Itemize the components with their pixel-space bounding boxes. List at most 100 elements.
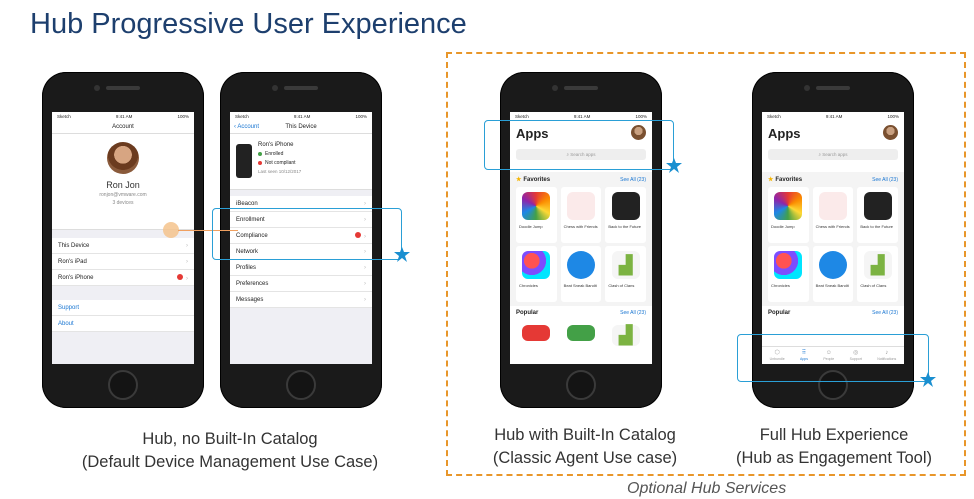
- search-icon: ⌕: [818, 152, 823, 157]
- tab-apps[interactable]: ⠿Apps: [800, 350, 808, 361]
- music-icon: [522, 325, 551, 341]
- slide-title: Hub Progressive User Experience: [30, 8, 467, 40]
- device-name: Ron's iPhone: [258, 142, 294, 148]
- search-input[interactable]: ⌕ Search apps: [516, 149, 646, 160]
- chevron-right-icon: ›: [364, 216, 366, 223]
- nav-title: Account: [112, 123, 134, 130]
- app-card[interactable]: Chronicles: [768, 246, 809, 302]
- battery: 100%: [177, 113, 189, 119]
- status-not-compliant: Not compliant: [258, 160, 301, 166]
- profile-name: Ron Jon: [106, 180, 140, 190]
- android-icon: ▟: [611, 251, 640, 279]
- row-ipad[interactable]: Ron's iPad›: [52, 254, 194, 270]
- connector-line: [178, 230, 238, 231]
- photos-icon: [774, 192, 803, 220]
- home-button: [818, 370, 848, 400]
- safari-icon: [818, 251, 847, 279]
- nav-bar: Account: [52, 120, 194, 134]
- app-card[interactable]: ▟: [605, 320, 646, 346]
- android-icon: ▟: [863, 251, 892, 279]
- alert-dot-icon: [355, 231, 361, 238]
- camera: [94, 85, 100, 91]
- game-center-icon: [774, 251, 803, 279]
- photos-icon: [522, 192, 551, 220]
- screen-this-device: Sketch 9:41 AM 100% ‹ Account This Devic…: [230, 112, 372, 364]
- home-button: [286, 370, 316, 400]
- profile-card: Ron Jon ronjon@vmware.com 3 devices: [52, 134, 194, 230]
- row-iphone[interactable]: Ron's iPhone›: [52, 270, 194, 286]
- row-this-device[interactable]: This Device›: [52, 238, 194, 254]
- alert-dot-icon: [177, 273, 183, 280]
- support-icon: ◎: [853, 350, 859, 356]
- status-bar: Sketch 9:41 AM 100%: [510, 112, 652, 120]
- caption-full-hub: Full Hub Experience (Hub as Engagement T…: [736, 426, 932, 467]
- starburst-icon: [394, 247, 410, 262]
- search-input[interactable]: ⌕ Search apps: [768, 149, 898, 160]
- row-enrollment[interactable]: Enrollment›: [230, 212, 372, 228]
- app-card[interactable]: Beat Sneak Bandit: [560, 246, 602, 302]
- camera: [804, 85, 810, 91]
- green-dot-icon: [258, 152, 262, 156]
- row-profiles[interactable]: Profiles›: [230, 260, 372, 276]
- app-card[interactable]: [560, 320, 602, 344]
- app-card[interactable]: ▟Clash of Clans: [605, 246, 646, 302]
- tab-bar: ⬡Unbundle ⠿Apps ☺People ◎Support ♪Notifi…: [762, 346, 904, 364]
- home-button: [566, 370, 596, 400]
- nav-title: This Device: [285, 123, 317, 130]
- app-card[interactable]: Chronicles: [516, 246, 557, 302]
- tab-unbundle[interactable]: ⬡Unbundle: [769, 350, 785, 361]
- bell-icon: ♪: [885, 350, 889, 356]
- link-about[interactable]: About: [52, 316, 194, 332]
- status-bar: Sketch 9:41 AM 100%: [230, 112, 372, 120]
- see-all-popular-link[interactable]: See All (23): [620, 310, 646, 316]
- box-icon: ⬡: [774, 350, 780, 356]
- row-compliance[interactable]: Compliance›: [230, 228, 372, 244]
- phone-full-hub: Sketch 9:41 AM 100% Apps ⌕ Search apps ★…: [752, 72, 914, 408]
- device-card: Ron's iPhone Enrolled Not compliant Last…: [230, 134, 372, 190]
- nav-bar: ‹ Account This Device: [230, 120, 372, 134]
- profile-devices: 3 devices: [112, 200, 134, 206]
- row-messages[interactable]: Messages›: [230, 292, 372, 308]
- chevron-right-icon: ›: [364, 200, 366, 207]
- caption-no-catalog: Hub, no Built-In Catalog (Default Device…: [81, 430, 379, 471]
- app-card[interactable]: Chess with Friends: [560, 187, 602, 243]
- starburst-icon: [666, 158, 682, 173]
- tab-people[interactable]: ☺People: [823, 350, 835, 361]
- screen-full-hub: Sketch 9:41 AM 100% Apps ⌕ Search apps ★…: [762, 112, 904, 364]
- clock-icon: [863, 192, 892, 220]
- app-card[interactable]: Doodle Jump: [768, 187, 809, 243]
- tab-notifications[interactable]: ♪Notifications: [877, 350, 897, 361]
- see-all-popular-link[interactable]: See All (23): [872, 310, 898, 316]
- back-button[interactable]: ‹ Account: [234, 123, 260, 130]
- avatar[interactable]: [631, 125, 646, 140]
- camera: [272, 85, 278, 91]
- tab-support[interactable]: ◎Support: [849, 350, 862, 361]
- chevron-right-icon: ›: [364, 280, 366, 287]
- app-card[interactable]: [516, 320, 557, 344]
- app-card[interactable]: Beat Sneak Bandit: [812, 246, 854, 302]
- speaker: [564, 86, 598, 90]
- status-enrolled: Enrolled: [258, 151, 301, 157]
- app-card[interactable]: Back to the Future: [857, 187, 898, 243]
- row-preferences[interactable]: Preferences›: [230, 276, 372, 292]
- link-support[interactable]: Support: [52, 300, 194, 316]
- see-all-favorites-link[interactable]: See All (23): [620, 176, 646, 183]
- starburst-icon: [920, 372, 936, 387]
- red-dot-icon: [258, 161, 262, 165]
- home-button: [108, 370, 138, 400]
- profile-email: ronjon@vmware.com: [99, 192, 147, 198]
- see-all-favorites-link[interactable]: See All (23): [872, 176, 898, 183]
- people-icon: ☺: [825, 350, 832, 356]
- app-card[interactable]: Chess with Friends: [812, 187, 854, 243]
- chess-icon: [818, 192, 847, 220]
- app-card[interactable]: ▟Clash of Clans: [857, 246, 898, 302]
- app-card[interactable]: Doodle Jump: [516, 187, 557, 243]
- clock-icon: [611, 192, 640, 220]
- search-icon: ⌕: [566, 152, 571, 157]
- safari-icon: [566, 251, 595, 279]
- avatar[interactable]: [883, 125, 898, 140]
- app-card[interactable]: Back to the Future: [605, 187, 646, 243]
